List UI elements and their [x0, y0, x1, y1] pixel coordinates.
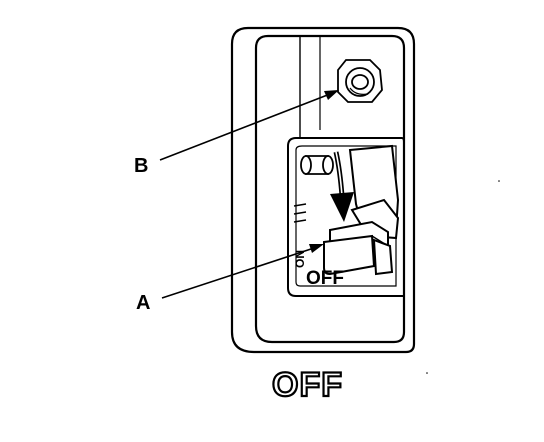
leader-b: [159, 93, 331, 161]
leader-a-head: [309, 244, 324, 253]
rib: [293, 211, 307, 215]
post: [300, 155, 334, 175]
off-marking: OFF: [306, 268, 344, 289]
bolt: [337, 59, 383, 103]
panel-housing: [230, 26, 416, 354]
lever-knob-front: [323, 234, 376, 276]
switch-lever: [323, 144, 400, 276]
post-end: [322, 155, 334, 175]
arrow-head: [330, 192, 354, 222]
callout-b: B: [134, 155, 148, 177]
rib: [293, 203, 307, 207]
recess-outline: [287, 137, 405, 297]
speck: [498, 180, 500, 182]
callout-a: A: [136, 292, 150, 314]
bolt-center: [351, 74, 369, 90]
leader-lines: [159, 93, 331, 299]
plate-ribs: [293, 203, 307, 223]
rib: [293, 219, 307, 223]
post-cap: [300, 155, 312, 175]
bolt-highlight: [349, 87, 369, 95]
panel-outer-edge: [230, 26, 416, 354]
arrow-shaft-inner: [335, 151, 343, 197]
panel-inner-edge: [254, 34, 406, 344]
down-arrow: [330, 151, 354, 222]
recess-inner: [295, 145, 397, 287]
scan-specks: [426, 180, 500, 374]
speck: [426, 372, 428, 374]
caption: OFF: [272, 366, 343, 404]
switch-recess: [287, 137, 405, 297]
leader-a: [161, 247, 315, 299]
leader-b-head: [324, 90, 339, 100]
lever-base: [372, 238, 394, 276]
